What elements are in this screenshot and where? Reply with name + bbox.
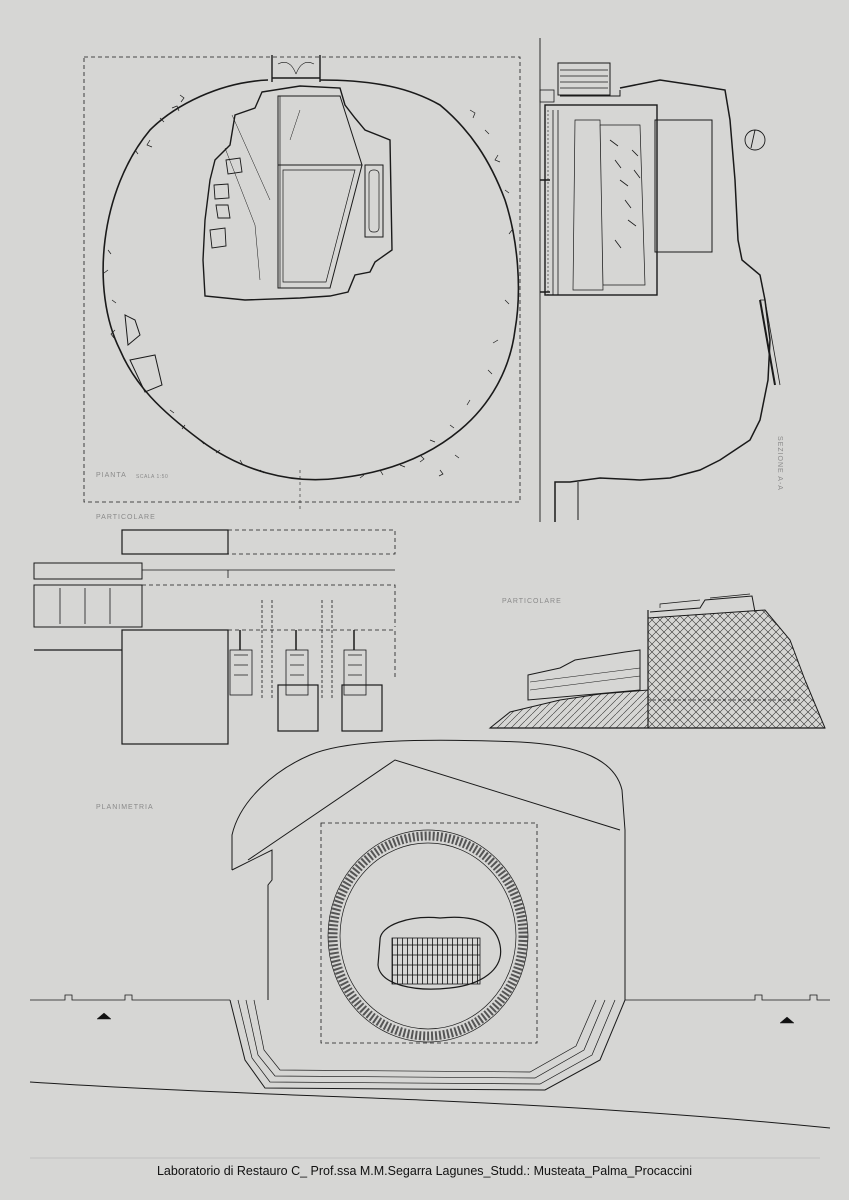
detail-right-drawing (488, 593, 826, 729)
site-plan-tiled-area (391, 937, 481, 985)
section-chamber (544, 104, 658, 296)
site-plan-monument-frame (320, 822, 538, 1044)
site-plan-rubble-ring (328, 831, 528, 1041)
plan-label: PIANTA (96, 472, 127, 479)
section-drawing (539, 38, 781, 522)
plan-frame (83, 56, 521, 503)
detail-right-hatched-mass (647, 609, 826, 729)
section-terrain (554, 79, 771, 522)
plan-drawing (83, 55, 521, 510)
section-label: SEZIONE A-A (776, 436, 783, 491)
site-plan-drawing (29, 739, 831, 1159)
plan-circle-outline (102, 79, 520, 481)
site-plan-outline (231, 739, 626, 1000)
plan-interior-structure (202, 85, 393, 301)
sheet-caption: Laboratorio di Restauro C_ Prof.ssa M.M.… (156, 1164, 692, 1178)
detail-left-drawing (33, 529, 396, 745)
plan-entrance (271, 55, 321, 82)
plan-rubble (103, 94, 513, 479)
site-plan-label: PLANIMETRIA (96, 804, 154, 811)
plan-scale-label: Scala 1:50 (136, 474, 169, 480)
detail-left-label: PARTICOLARE (96, 514, 156, 521)
detail-right-label: PARTICOLARE (502, 598, 562, 605)
